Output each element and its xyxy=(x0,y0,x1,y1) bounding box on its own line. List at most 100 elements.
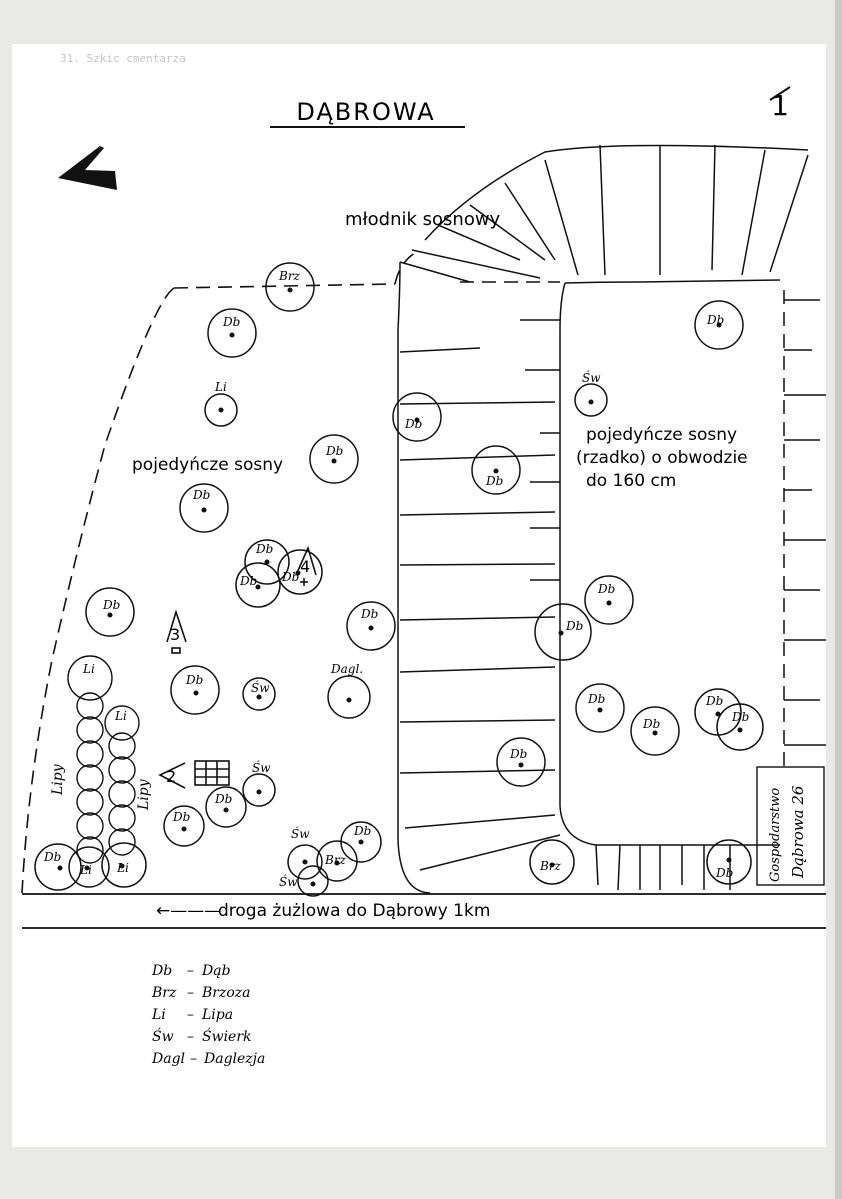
legend-name-1: Brzoza xyxy=(201,985,251,1001)
legend-sep-2: – xyxy=(187,1007,194,1023)
tree-label-dagl: Dagl. xyxy=(330,662,363,676)
tree-sw xyxy=(287,844,323,880)
page-number-mark xyxy=(769,86,791,101)
legend-name-0: Dąb xyxy=(201,963,231,979)
sketch-sheet xyxy=(12,44,826,1147)
tree-li xyxy=(204,393,238,427)
tree-label-db: Db xyxy=(353,824,371,838)
grave-marker-2 xyxy=(158,760,230,789)
tree-label-sw: Św xyxy=(582,369,601,385)
tree-li xyxy=(68,846,110,888)
pine-label-right-1: pojedyńcze sosny xyxy=(586,425,737,445)
tree-db xyxy=(694,300,744,350)
tree-db xyxy=(496,737,546,787)
tree-li xyxy=(101,842,147,888)
tree-brz xyxy=(316,840,358,882)
tree-label-db: Db xyxy=(360,607,378,621)
tree-sw xyxy=(574,383,608,417)
tree-label-sw: Św xyxy=(279,873,298,889)
legend-name-3: Świerk xyxy=(202,1027,252,1045)
legend-abbr-0: Db xyxy=(151,963,172,979)
tree-brz xyxy=(529,839,575,885)
tree-db xyxy=(205,786,247,828)
tree-db xyxy=(584,575,634,625)
legend-abbr-4: Dagl xyxy=(151,1051,185,1067)
tree-db xyxy=(575,683,625,733)
tree-db xyxy=(346,601,396,651)
trees xyxy=(34,262,764,897)
tree-db xyxy=(207,308,257,358)
tree-label-db: Db xyxy=(715,866,733,880)
scan-edge xyxy=(835,0,842,1199)
north-arrow-icon xyxy=(58,146,117,190)
tree-label-db: Db xyxy=(485,474,503,488)
tree-db xyxy=(534,603,592,661)
tree-label-db: Db xyxy=(731,710,749,724)
mlodnik-label: młodnik sosnowy xyxy=(345,209,501,230)
tree-db xyxy=(630,706,680,756)
tree-dagl xyxy=(327,675,371,719)
tree-brz xyxy=(265,262,315,312)
tree-label-db: Db xyxy=(706,313,724,327)
map-title: DĄBROWA xyxy=(296,98,435,126)
grave-number-4: 4 xyxy=(300,557,310,576)
legend: Db – Dąb Brz – Brzoza Li – Lipa Św – Świ… xyxy=(151,963,265,1067)
farm-label-line-1: Gospodarstwo xyxy=(768,788,783,882)
tree-label-db: Db xyxy=(102,598,120,612)
grave-marker-4 xyxy=(295,545,317,586)
tree-db xyxy=(179,483,229,533)
tree-label-db: Db xyxy=(325,444,343,458)
tree-label-db: Db xyxy=(597,582,615,596)
pine-label-right-3: do 160 cm xyxy=(586,471,676,491)
tree-label-db: Db xyxy=(222,315,240,329)
tree-label-db: Db xyxy=(192,488,210,502)
legend-abbr-1: Brz xyxy=(151,985,177,1001)
tree-label-db: Db xyxy=(509,747,527,761)
farm-box: Gospodarstwo Dąbrowa 26 xyxy=(756,766,825,886)
tree-db xyxy=(471,445,521,495)
tree-db xyxy=(706,839,752,885)
road-label: droga żużlowa do Dąbrowy 1km xyxy=(218,901,490,921)
linden-rows xyxy=(67,655,140,864)
tree-db xyxy=(716,703,764,751)
tree-label-brz: Brz xyxy=(539,859,562,873)
legend-sep-4: – xyxy=(190,1051,197,1067)
grave-marker-3 xyxy=(166,609,187,654)
tree-label-li: Li xyxy=(114,709,127,723)
tree-label-li: Li xyxy=(214,380,227,394)
tree-db xyxy=(235,562,281,608)
tree-label-db: Db xyxy=(565,619,583,633)
pine-label-left: pojedyńcze sosny xyxy=(132,455,283,475)
legend-sep-1: – xyxy=(187,985,194,1001)
tree-label-db: Db xyxy=(281,570,299,584)
tree-db xyxy=(170,665,220,715)
tree-label-db: Db xyxy=(239,574,257,588)
tree-label-db: Db xyxy=(214,792,232,806)
tree-label-brz: Brz xyxy=(324,853,347,867)
tree-label-db: Db xyxy=(185,673,203,687)
tree-label-brz: Brz xyxy=(278,269,301,283)
tree-label-db: Db xyxy=(172,810,190,824)
mlodnik-area xyxy=(397,144,826,894)
legend-sep-3: – xyxy=(187,1029,194,1045)
tree-label-sw: Św xyxy=(252,759,271,775)
pine-label-right-2: (rzadko) o obwodzie xyxy=(576,448,748,468)
tree-sw xyxy=(242,773,276,807)
legend-sep-0: – xyxy=(187,963,194,979)
tree-db xyxy=(244,539,290,585)
tree-label-sw: Św xyxy=(291,825,310,841)
legend-name-2: Lipa xyxy=(201,1007,233,1023)
tree-label-db: Db xyxy=(43,850,61,864)
tree-db xyxy=(392,392,442,442)
tree-db xyxy=(309,434,359,484)
tree-db xyxy=(85,587,135,637)
header-note: 31. Szkic cmentarza xyxy=(60,52,186,65)
linden-label-1: Lipy xyxy=(50,763,66,796)
farm-label-line-2: Dąbrowa 26 xyxy=(789,785,807,879)
tree-label-db: Db xyxy=(255,542,273,556)
grave-number-3: 3 xyxy=(170,625,180,644)
tree-label-li: Li xyxy=(79,863,92,877)
tree-label-li: Li xyxy=(82,662,95,676)
legend-abbr-2: Li xyxy=(151,1007,166,1023)
